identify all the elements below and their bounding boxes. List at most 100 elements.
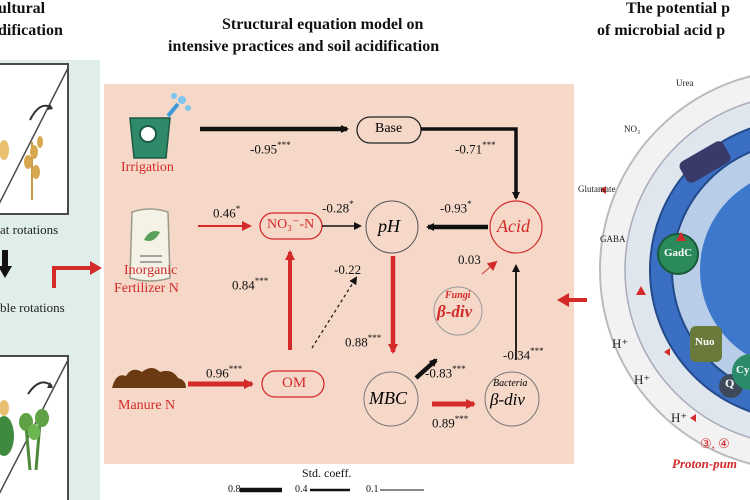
proton-pump-label: Proton-pum bbox=[672, 456, 738, 471]
coef-sig: * bbox=[235, 204, 241, 214]
arrow-fungi-acid bbox=[481, 260, 498, 275]
coef-mbc-fungi: -0.83*** bbox=[425, 364, 466, 381]
irrigation-label: Irrigation bbox=[121, 160, 174, 175]
gaba-label: GABA bbox=[600, 234, 626, 244]
center-title-line2: intensive practices and soil acidificati… bbox=[168, 38, 440, 55]
nuo-icon bbox=[690, 326, 722, 362]
arrow-om-ph bbox=[311, 276, 358, 349]
vegetable-icon bbox=[19, 409, 49, 471]
coef-value: -0.93 bbox=[440, 200, 468, 216]
coef-sig: *** bbox=[452, 364, 466, 374]
right-connector-arrow bbox=[557, 293, 587, 307]
om-node bbox=[261, 370, 325, 398]
acid-node bbox=[489, 200, 543, 254]
fertilizer-label-line2: Fertilizer N bbox=[114, 281, 179, 296]
left-title-line2: dification bbox=[0, 22, 63, 39]
coef-sig: *** bbox=[454, 414, 469, 424]
arrow-base-acid bbox=[421, 127, 520, 200]
coef-manure-om: 0.96*** bbox=[206, 364, 242, 381]
center-title-line1: Structural equation model on bbox=[222, 16, 424, 33]
h-plus-2: H⁺ bbox=[634, 372, 651, 387]
coef-value: -0.83 bbox=[425, 365, 453, 381]
coef-base-acid: -0.71*** bbox=[455, 140, 496, 157]
manure-icon bbox=[112, 368, 186, 388]
transporter-icon bbox=[679, 141, 731, 183]
ph-node bbox=[365, 200, 419, 254]
gadc-icon bbox=[657, 233, 699, 275]
wheat-icon bbox=[24, 136, 43, 200]
h-plus-3: H⁺ bbox=[671, 410, 688, 425]
coef-value: 0.03 bbox=[458, 252, 481, 267]
coef-sig: *** bbox=[254, 276, 269, 286]
coef-sig: * bbox=[467, 199, 472, 209]
legend-value-2: 0.4 bbox=[295, 484, 308, 495]
cabbage-icon bbox=[0, 416, 14, 456]
mbc-label: MBC bbox=[369, 388, 407, 408]
glutamate-label: Glutamate bbox=[578, 184, 616, 194]
urea-label: Urea bbox=[676, 78, 694, 88]
q-label: Q bbox=[725, 376, 735, 390]
ph-label: pH bbox=[378, 216, 400, 236]
coef-value: -0.22 bbox=[334, 262, 362, 277]
coef-sig: *** bbox=[277, 140, 291, 150]
left-panel-graphics bbox=[0, 63, 69, 500]
fungi-beta-label: β-div bbox=[437, 302, 473, 321]
coef-value: 0.96 bbox=[206, 365, 229, 381]
coef-sig: * bbox=[349, 199, 354, 209]
coef-value: 0.46 bbox=[213, 205, 236, 221]
no3-right-label: NO₃ bbox=[624, 124, 641, 134]
cy-label: Cy bbox=[736, 364, 750, 376]
acid-label: Acid bbox=[497, 216, 530, 236]
legend-title: Std. coeff. bbox=[302, 466, 352, 480]
legend-value-3: 0.1 bbox=[366, 484, 379, 495]
coef-sig: *** bbox=[228, 364, 243, 374]
coef-mbc-bacteria: 0.89*** bbox=[432, 414, 468, 431]
h-plus-1: H⁺ bbox=[612, 336, 629, 351]
coef-value: 0.88 bbox=[345, 334, 368, 350]
fertilizer-label-line1: Inorganic bbox=[124, 263, 178, 278]
coef-bacteria-acid: -0.34*** bbox=[503, 346, 544, 363]
coef-sig: *** bbox=[482, 140, 496, 150]
coef-irrigation-base: -0.95*** bbox=[250, 140, 291, 157]
coef-om-ph: -0.22 bbox=[334, 262, 361, 278]
right-title-line2: of microbial acid p bbox=[597, 22, 726, 39]
right-title-line1: The potential p bbox=[626, 0, 731, 17]
manure-label: Manure N bbox=[118, 398, 176, 413]
coef-value: 0.84 bbox=[232, 277, 255, 293]
left-title-line1: ultural bbox=[0, 0, 46, 17]
left-label-2: ble rotations bbox=[0, 300, 65, 315]
coef-sig: *** bbox=[367, 333, 382, 343]
coef-ph-mbc: 0.88*** bbox=[345, 333, 381, 350]
base-label: Base bbox=[375, 121, 403, 136]
bacteria-beta-label: β-div bbox=[490, 390, 525, 409]
fungi-label: Fungi bbox=[445, 290, 471, 301]
coef-sig: *** bbox=[530, 346, 544, 356]
coef-value: -0.71 bbox=[455, 141, 483, 157]
coef-fert-no3: 0.46* bbox=[213, 204, 240, 221]
coef-value: 0.89 bbox=[432, 415, 455, 431]
arrow-mbc-fungi bbox=[414, 358, 438, 380]
coef-value: -0.28 bbox=[322, 200, 350, 216]
irrigation-icon bbox=[129, 93, 191, 159]
coef-acid-ph: -0.93* bbox=[440, 199, 472, 216]
left-label-1: at rotations bbox=[0, 222, 59, 237]
bacteria-label: Bacteria bbox=[493, 378, 528, 389]
sem-panel bbox=[104, 84, 574, 464]
om-label: OM bbox=[282, 375, 307, 391]
mbc-node bbox=[363, 371, 419, 427]
bacteria-node bbox=[484, 371, 540, 427]
coef-value: -0.95 bbox=[250, 141, 278, 157]
coef-no3-ph: -0.28* bbox=[322, 199, 354, 216]
down-arrow-icon bbox=[0, 250, 12, 278]
left-connector-arrow bbox=[52, 261, 102, 288]
fertilizer-bag-icon bbox=[129, 208, 171, 282]
gadc-label: GadC bbox=[664, 247, 693, 259]
coef-om-no3: 0.84*** bbox=[232, 276, 268, 293]
nuo-label: Nuo bbox=[695, 336, 715, 348]
cy-icon bbox=[732, 354, 750, 390]
no3-label: NO₃⁻-N bbox=[267, 217, 315, 232]
steps-label: ③, ④ bbox=[700, 436, 730, 451]
coef-fungi-acid: 0.03 bbox=[458, 252, 481, 268]
legend-value-1: 0.8 bbox=[228, 484, 241, 495]
